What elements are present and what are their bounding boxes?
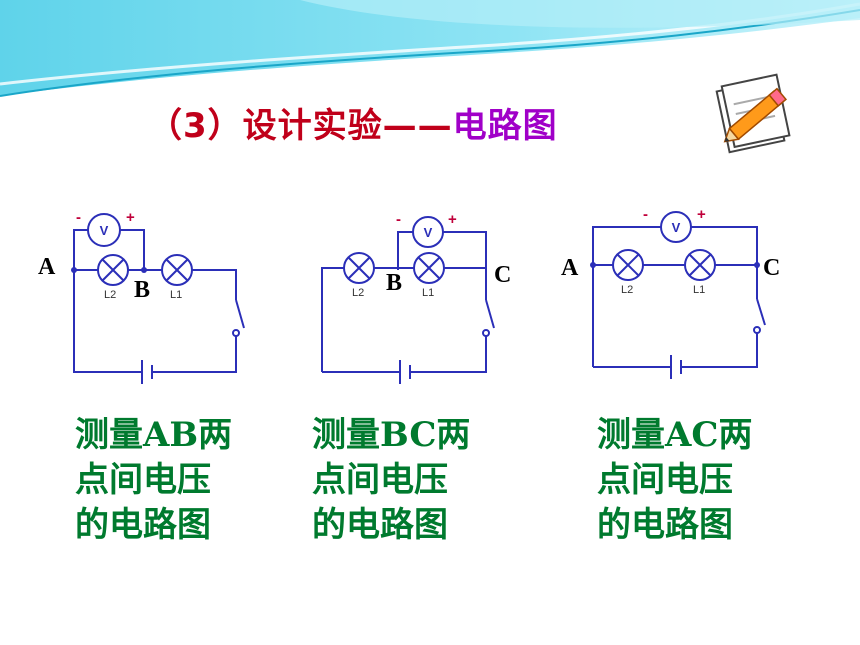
voltmeter-icon — [87, 213, 121, 247]
circuit-diagram-ac: V - + L2 L1 A C — [561, 200, 780, 390]
caption-line: 点间电压 — [75, 460, 211, 500]
lamp-icon — [684, 249, 716, 281]
switch-contact — [232, 329, 240, 337]
plus-terminal-label: + — [697, 206, 706, 223]
minus-terminal-label: - — [643, 206, 648, 223]
wire — [691, 226, 758, 265]
wire — [397, 231, 413, 270]
caption-line: 的电路图 — [312, 505, 448, 545]
wire — [73, 270, 142, 373]
note-pencil-icon — [715, 73, 791, 154]
lamp-icon — [161, 254, 193, 286]
circuit-diagram-bc: V - + L2 L1 B C — [315, 210, 511, 390]
voltmeter-icon — [412, 216, 444, 248]
junction-dot — [141, 267, 147, 273]
switch-icon — [485, 299, 495, 329]
point-label: A — [561, 255, 579, 281]
lamp-icon — [413, 252, 445, 284]
point-label: C — [763, 255, 780, 281]
lamp-label: L1 — [422, 287, 434, 299]
wire — [444, 267, 487, 300]
wire — [443, 231, 487, 270]
wire — [592, 226, 661, 265]
caption-bc: 测量BC两 点间电压 的电路图 — [312, 413, 470, 548]
junction-dot — [71, 267, 77, 273]
header-banner — [0, 0, 860, 97]
title-main: （3）设计实验—— — [148, 106, 453, 146]
wire — [192, 269, 237, 300]
caption-ac: 测量AC两 点间电压 的电路图 — [597, 413, 752, 548]
voltmeter-label: V — [424, 225, 433, 240]
caption-ab: 测量AB两 点间电压 的电路图 — [75, 413, 232, 548]
caption-line: 测量AB两 — [75, 415, 233, 455]
point-label: C — [494, 262, 511, 288]
wire — [152, 336, 237, 373]
wire — [410, 336, 487, 373]
wire — [73, 229, 88, 270]
lamp-label: L2 — [104, 289, 116, 301]
wire — [321, 267, 344, 372]
minus-terminal-label: - — [76, 209, 81, 226]
switch-icon — [756, 298, 766, 326]
caption-line: 的电路图 — [597, 505, 733, 545]
voltmeter-label: V — [672, 220, 681, 235]
caption-line: 测量AC两 — [597, 415, 753, 455]
diagram-background — [315, 210, 505, 390]
point-label: B — [134, 277, 150, 303]
junction-dot — [754, 262, 760, 268]
voltmeter-label: V — [100, 223, 109, 238]
lamp-label: L1 — [170, 289, 182, 301]
switch-contact — [482, 329, 490, 337]
caption-line: 的电路图 — [75, 505, 211, 545]
minus-terminal-label: - — [396, 211, 401, 228]
circuit-diagram-ab: V - + L2 L1 A B — [38, 209, 252, 390]
voltmeter-icon — [660, 211, 692, 243]
plus-terminal-label: + — [448, 211, 457, 228]
wire — [120, 229, 145, 270]
switch-icon — [235, 299, 245, 329]
lamp-icon — [97, 254, 129, 286]
caption-line: 点间电压 — [597, 460, 733, 500]
page-title: （3）设计实验——电路图 — [148, 98, 558, 147]
switch-contact — [753, 326, 761, 334]
plus-terminal-label: + — [126, 209, 135, 226]
lamp-label: L2 — [352, 287, 364, 299]
title-accent: 电路图 — [452, 106, 558, 146]
junction-dot — [590, 262, 596, 268]
point-label: B — [386, 270, 402, 296]
lamp-icon — [612, 249, 644, 281]
caption-line: 测量BC两 — [312, 415, 471, 455]
caption-line: 点间电压 — [312, 460, 448, 500]
lamp-label: L1 — [693, 284, 705, 296]
lamp-icon — [343, 252, 375, 284]
point-label: A — [38, 254, 56, 280]
wire — [681, 333, 758, 368]
lamp-label: L2 — [621, 284, 633, 296]
